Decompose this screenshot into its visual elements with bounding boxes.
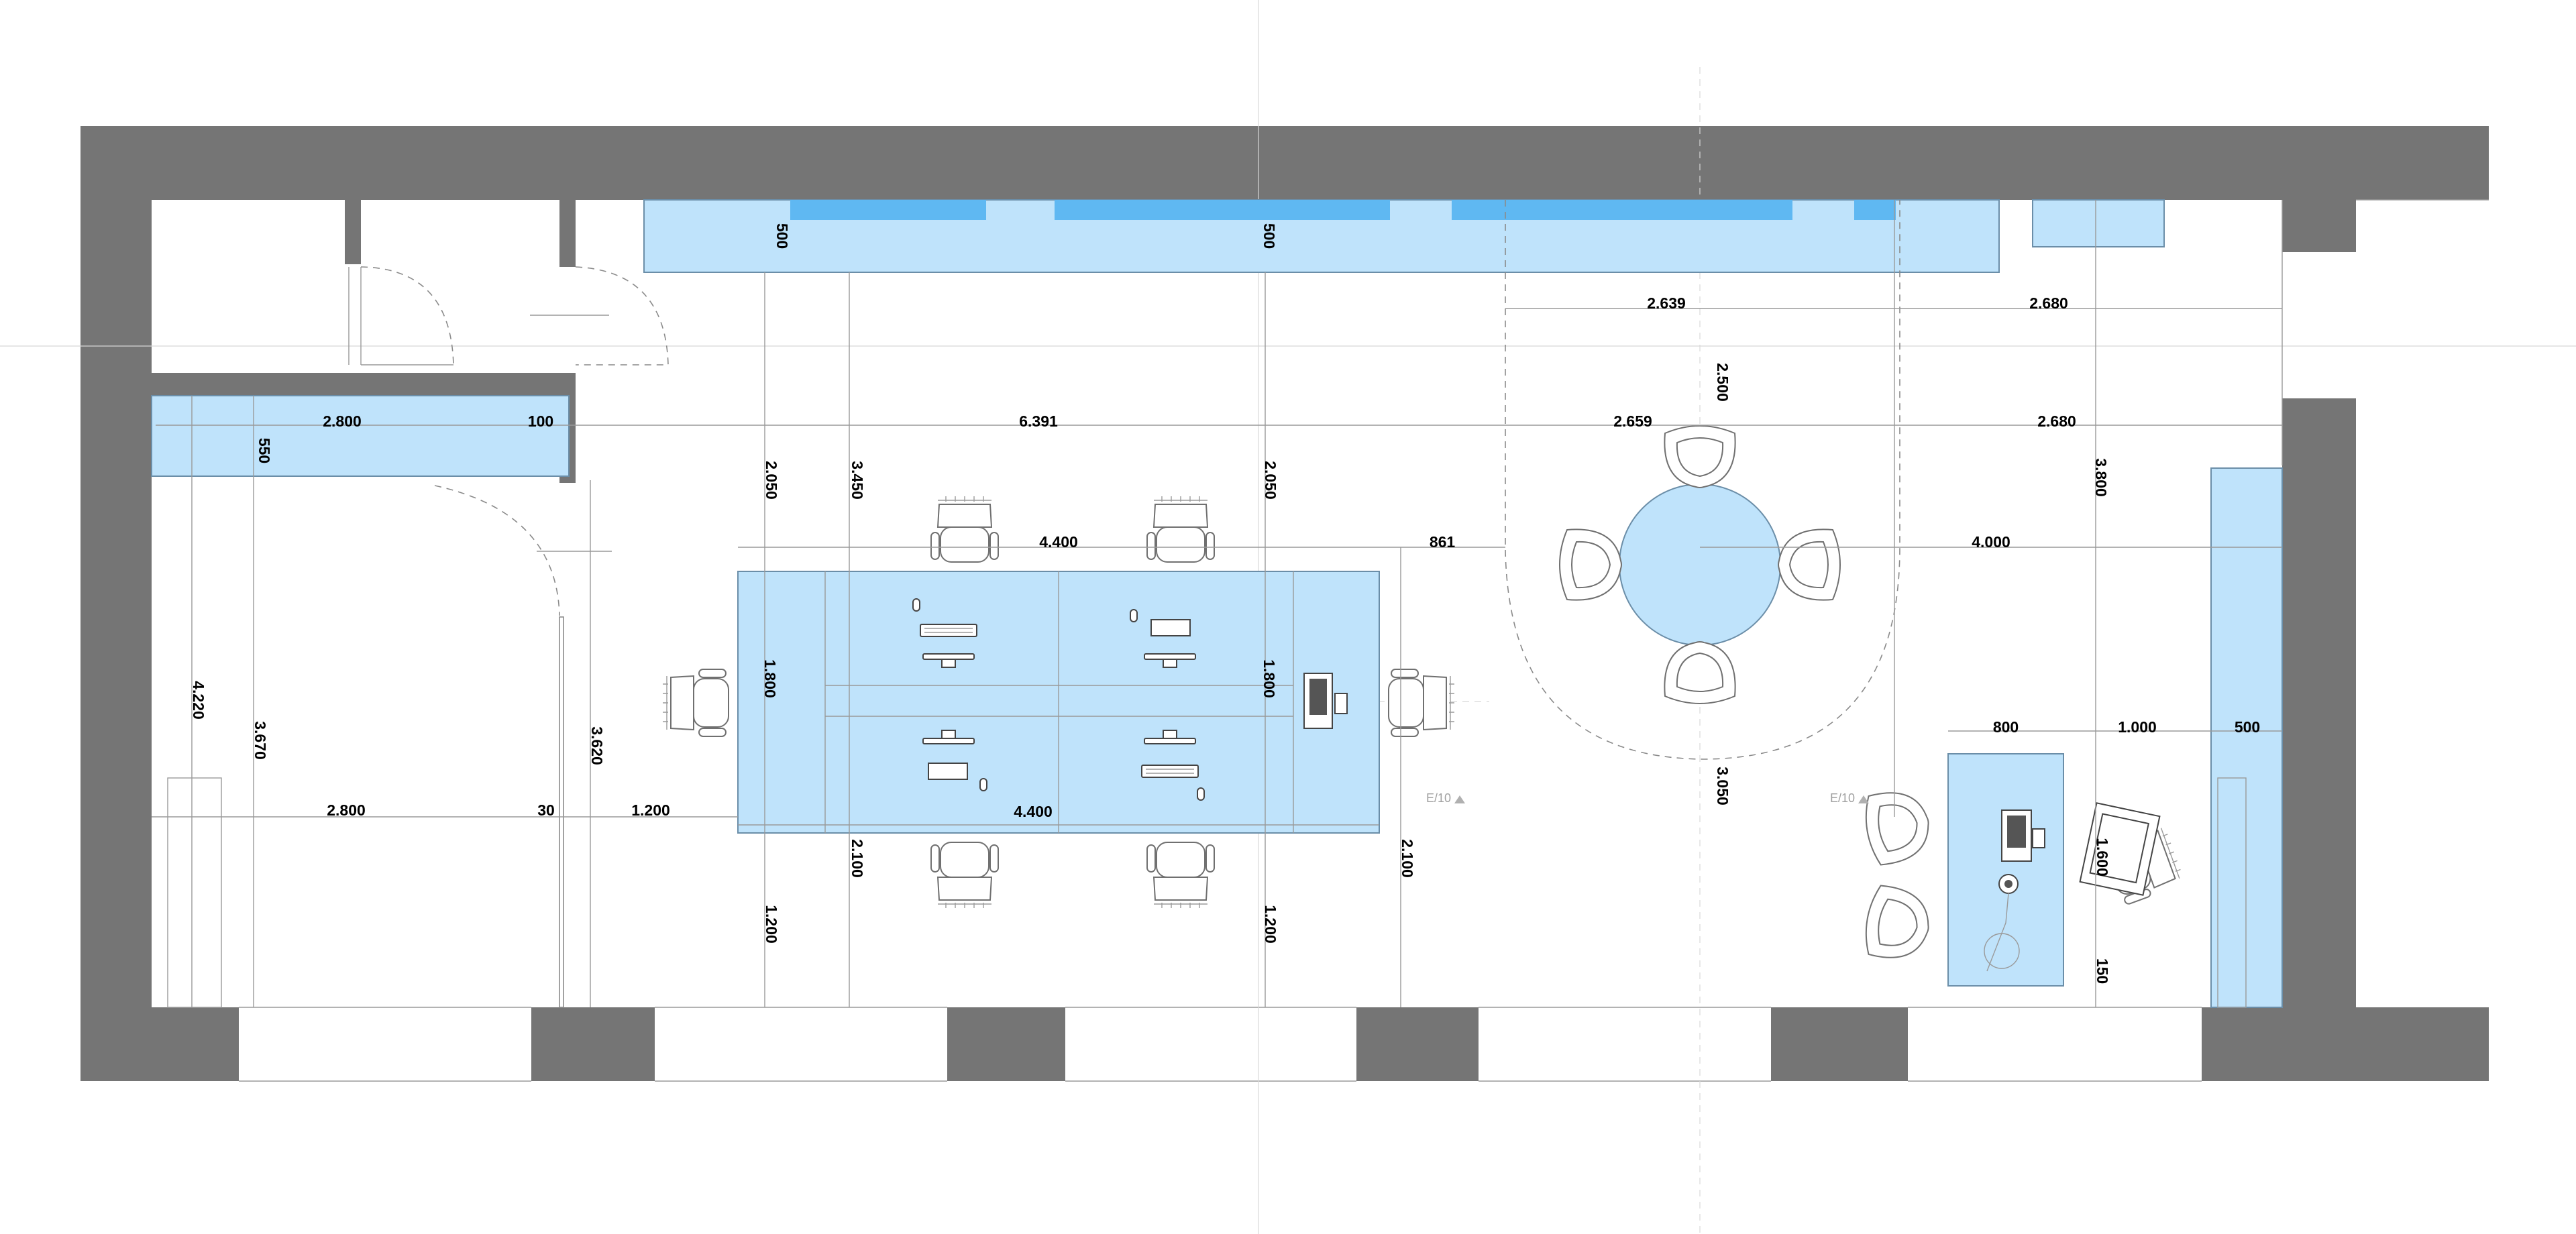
dim-desk-to-dining: 861 <box>1430 533 1456 551</box>
dim-left-room-height-inner: 3.670 <box>252 721 269 760</box>
door-swing-icon <box>348 266 669 616</box>
laptop-icon-2 <box>928 763 968 780</box>
dim-dining-clear-right: 2.680 <box>2029 294 2068 312</box>
wall-bottom-5 <box>1771 1007 1908 1081</box>
dim-side-desk-gap: 1.000 <box>2118 718 2157 736</box>
storage-accent-4 <box>1854 200 1896 220</box>
glass-partition <box>559 616 564 1008</box>
wall-right-upper <box>2282 126 2356 252</box>
dim-dining-circle-bottom: 3.050 <box>1714 767 1731 805</box>
wall-bottom-2 <box>531 1007 655 1081</box>
round-dining-table <box>1619 484 1781 646</box>
dim-gap-1200-left: 1.200 <box>763 905 780 944</box>
side-desk <box>1947 753 2064 987</box>
dim-side-desk-margin: 150 <box>2094 958 2111 984</box>
dim-top-wall-thickness: 100 <box>528 412 553 430</box>
desk-lamp-icon <box>1984 874 2020 972</box>
dining-zone-outline <box>1505 200 1900 760</box>
dim-partition-height: 3.620 <box>588 726 606 765</box>
wall-bottom-4 <box>1356 1007 1479 1081</box>
dim-gap-2100-left: 2.100 <box>849 839 866 878</box>
dim-gap-2050-right: 2.050 <box>1262 461 1279 500</box>
storage-accent-1 <box>790 200 986 220</box>
dim-shelf-depth: 550 <box>256 438 273 463</box>
dim-gap-1200-right: 1.200 <box>1262 905 1279 944</box>
wall-left <box>80 126 152 1081</box>
workstation-desk-cluster <box>737 571 1380 834</box>
dim-gap-3450: 3.450 <box>849 461 866 500</box>
dim-top-span-mid: 2.659 <box>1613 412 1652 430</box>
section-marker-left: E/10 <box>1426 791 1451 805</box>
dim-top-wall-width: 2.800 <box>323 412 362 430</box>
wall-bottom-1 <box>80 1007 239 1081</box>
wall-right-notch <box>2356 126 2489 200</box>
top-right-cabinet <box>2032 199 2165 247</box>
partition-top-stub-left <box>345 200 361 264</box>
dim-dining-to-wall: 4.000 <box>1972 533 2010 551</box>
dim-bottom-wall-width: 2.800 <box>327 801 366 819</box>
right-storage-inset <box>2217 777 2247 1008</box>
dim-top-span-main: 6.391 <box>1019 412 1058 430</box>
dim-side-desk-length: 1.600 <box>2094 838 2111 877</box>
storage-accent-3 <box>1452 200 1792 220</box>
dim-top-span-right: 2.680 <box>2037 412 2076 430</box>
dim-gap-3800: 3.800 <box>2092 458 2110 497</box>
partition-top-stub-right <box>559 200 576 267</box>
dim-dining-clear-left: 2.639 <box>1647 294 1686 312</box>
dimension-labels: 500 500 2.639 2.680 2.500 2.800 100 6.39… <box>190 223 2260 984</box>
wall-bottom-3 <box>947 1007 1065 1081</box>
left-wall-shelf <box>151 395 570 477</box>
dim-desk-depth-right: 1.800 <box>1260 659 1278 698</box>
window-lines <box>239 199 2489 1082</box>
dim-storage-depth-mid: 500 <box>1260 223 1278 249</box>
dim-partition-to-desk: 1.200 <box>631 801 670 819</box>
right-wall-storage <box>2210 467 2283 1008</box>
wall-top <box>80 126 2489 200</box>
dim-desk-width-top: 4.400 <box>1039 533 1078 551</box>
section-markers: E/10 E/10 <box>1426 791 1869 805</box>
wall-bottom-6 <box>2202 1007 2356 1081</box>
top-storage-unit <box>643 199 2000 273</box>
section-marker-right: E/10 <box>1830 791 1855 805</box>
printer-icon <box>2079 802 2161 896</box>
left-room-inset <box>167 777 222 1008</box>
dim-gap-2100-right: 2.100 <box>1399 839 1416 878</box>
partition-horizontal <box>152 373 576 396</box>
section-arrow-left <box>1454 795 1465 803</box>
dim-partition-thickness: 30 <box>537 801 555 819</box>
wall-right-lower <box>2282 398 2356 1081</box>
phone-icon <box>1303 673 2045 862</box>
dim-left-room-height-outer: 4.220 <box>190 681 207 720</box>
dim-storage-depth-left: 500 <box>773 223 791 249</box>
dim-right-storage-depth: 500 <box>2235 718 2260 736</box>
dim-desk-depth-left: 1.800 <box>761 659 779 698</box>
dim-gap-2050-left: 2.050 <box>763 461 780 500</box>
walls <box>80 126 2489 1081</box>
dimension-lines <box>152 200 2283 1007</box>
section-arrow-right <box>1858 795 1869 803</box>
storage-accent-2 <box>1055 200 1390 220</box>
dim-side-desk-width: 800 <box>1993 718 2019 736</box>
dim-desk-width-bottom: 4.400 <box>1014 803 1053 820</box>
laptop-icon-1 <box>1150 619 1191 636</box>
dim-dining-circle-top: 2.500 <box>1714 363 1731 402</box>
